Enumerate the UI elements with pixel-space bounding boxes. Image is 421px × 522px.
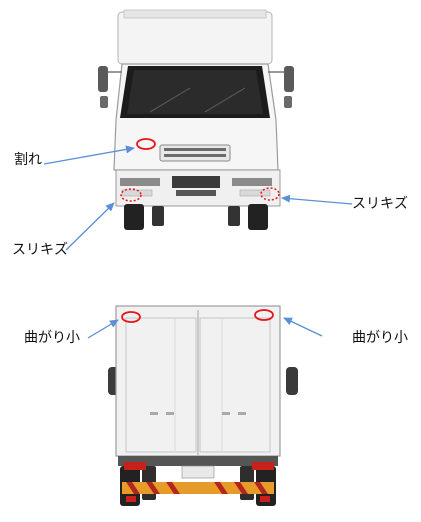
arrow-front-scratch-left bbox=[65, 202, 115, 251]
label-front-scratch-right: スリキズ bbox=[352, 196, 408, 212]
damage-marker-front-crack bbox=[136, 138, 156, 150]
arrow-front-scratch-right bbox=[281, 194, 353, 205]
label-rear-bent-right: 曲がり小 bbox=[352, 330, 408, 346]
damage-marker-front-scratch-right bbox=[260, 187, 280, 201]
truck-front-view bbox=[98, 9, 294, 230]
arrow-rear-bent-right bbox=[283, 317, 323, 337]
label-front-crack: 割れ bbox=[14, 152, 42, 168]
label-front-scratch-left: スリキズ bbox=[12, 242, 68, 258]
damage-marker-front-scratch-left bbox=[120, 188, 142, 202]
damage-marker-rear-bent-right bbox=[254, 309, 274, 321]
damage-marker-rear-bent-left bbox=[121, 311, 141, 323]
truck-rear-view bbox=[108, 305, 298, 506]
arrow-rear-bent-left bbox=[87, 319, 119, 339]
arrow-front-crack bbox=[43, 145, 135, 165]
label-rear-bent-left: 曲がり小 bbox=[24, 330, 80, 346]
